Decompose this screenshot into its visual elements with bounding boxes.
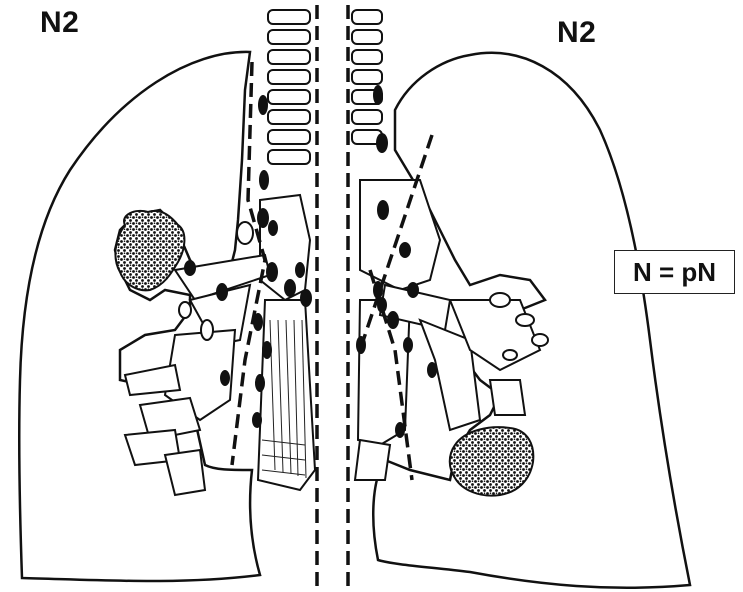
left-tumor <box>450 427 534 495</box>
trachea <box>268 10 382 164</box>
legend-box: N = pN <box>614 250 735 294</box>
legend-text: N = pN <box>633 257 716 288</box>
left-station-label: N2 <box>40 6 79 40</box>
right-tumor <box>115 211 184 290</box>
right-station-label: N2 <box>557 16 596 50</box>
